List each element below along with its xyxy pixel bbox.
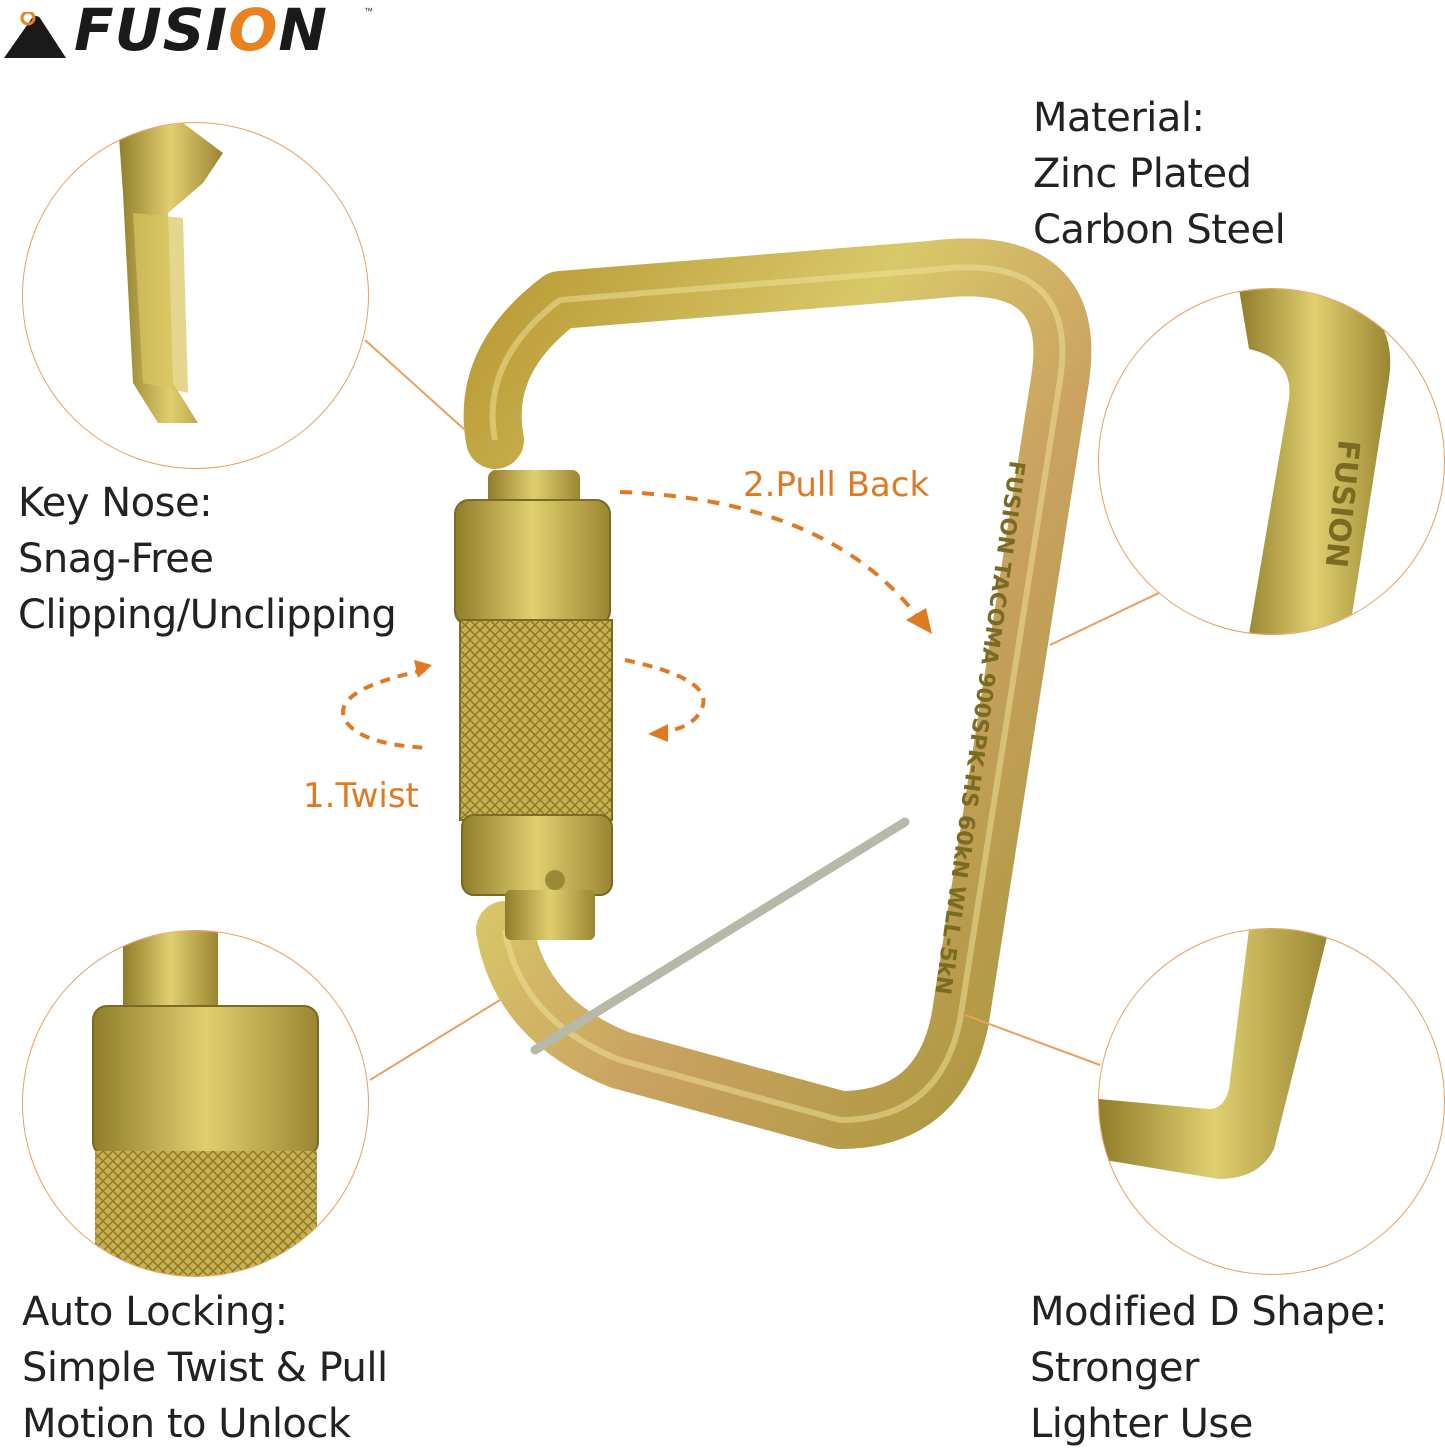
fusion-logo: FUSION ™ [4,0,384,68]
zoom-circle-material: FUSION [1098,288,1445,635]
trademark-symbol: ™ [364,6,373,16]
caption-auto-locking: Auto Locking: Simple Twist & Pull Motion… [22,1289,388,1447]
pull-back-arrow-icon [619,490,922,622]
captive-pin [530,817,910,1055]
zoom-circle-auto-locking [22,930,369,1277]
callout-line-material [1049,589,1166,646]
caption-material: Material: Zinc Plated Carbon Steel [1033,95,1286,253]
logo-wordmark: FUSION [74,0,328,64]
caption-key-nose: Key Nose: Snag-Free Clipping/Unclipping [18,480,397,638]
locking-sleeve-upper [454,499,611,626]
caption-modified-d: Modified D Shape: Stronger Lighter Use [1030,1289,1388,1447]
locking-sleeve-lower [461,814,613,896]
callout-line-key-nose [364,339,466,431]
step-label-pull-back: 2.Pull Back [743,465,930,505]
locking-sleeve-knurl [459,619,613,821]
logo-mark-icon [4,12,66,58]
zoom-circle-modified-d [1098,928,1445,1275]
callout-line-modified-d [964,1014,1101,1066]
callout-line-auto-locking [369,999,501,1081]
zoom-circle-key-nose [22,122,369,469]
twist-arrow-icon [341,668,431,750]
step-label-twist: 1.Twist [303,776,419,816]
